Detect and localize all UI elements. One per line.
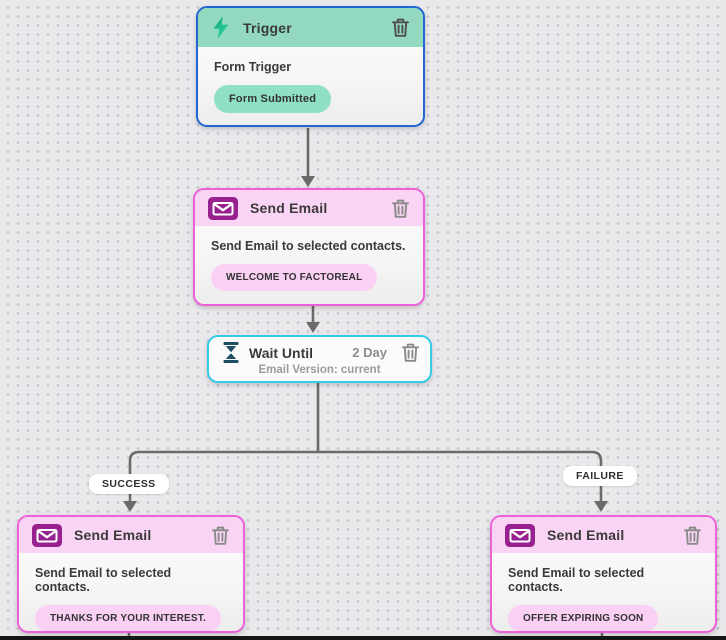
node-title: Wait Until bbox=[249, 344, 314, 361]
trash-icon bbox=[401, 342, 420, 363]
envelope-icon bbox=[505, 523, 535, 547]
delete-node-button[interactable] bbox=[401, 342, 420, 363]
node-title: Trigger bbox=[243, 19, 292, 36]
delete-node-button[interactable] bbox=[391, 17, 410, 38]
email-template-badge: WELCOME TO FACTOREAL bbox=[211, 264, 378, 291]
send-email-node-1[interactable]: Send Email Send Email to selected contac… bbox=[193, 188, 425, 306]
trigger-node[interactable]: Trigger Form Trigger Form Submitted bbox=[196, 6, 425, 127]
trash-icon bbox=[391, 198, 410, 219]
delete-node-button[interactable] bbox=[211, 525, 230, 546]
send-email-node-failure[interactable]: Send Email Send Email to selected contac… bbox=[490, 515, 717, 633]
branch-label-failure: FAILURE bbox=[563, 466, 637, 486]
wait-until-node[interactable]: Wait Until 2 Day Email Version: current bbox=[207, 335, 432, 383]
node-title: Send Email bbox=[250, 200, 328, 216]
node-description: Send Email to selected contacts. bbox=[211, 239, 406, 253]
wait-version-subtitle: Email Version: current bbox=[258, 364, 381, 376]
lightning-bolt-icon bbox=[211, 15, 231, 40]
trash-icon bbox=[391, 17, 410, 38]
email-template-badge: OFFER EXPIRING SOON bbox=[508, 605, 659, 631]
wait-node-header: Wait Until 2 Day bbox=[209, 337, 430, 363]
hourglass-icon bbox=[223, 342, 239, 363]
delete-node-button[interactable] bbox=[391, 198, 410, 219]
send-email-node-header: Send Email bbox=[195, 190, 423, 226]
trigger-node-header: Trigger bbox=[198, 8, 423, 47]
node-description: Send Email to selected contacts. bbox=[35, 566, 172, 594]
send-email-node-body: Send Email to selected contacts. OFFER E… bbox=[492, 553, 715, 631]
window-bottom-edge bbox=[0, 636, 726, 640]
send-email-node-body: Send Email to selected contacts. WELCOME… bbox=[195, 226, 423, 301]
trash-icon bbox=[211, 525, 230, 546]
send-email-node-header: Send Email bbox=[19, 517, 243, 553]
email-template-badge: THANKS FOR YOUR INTEREST. bbox=[35, 605, 221, 631]
trash-icon bbox=[683, 525, 702, 546]
trigger-event-badge: Form Submitted bbox=[214, 85, 332, 113]
branch-label-success: SUCCESS bbox=[89, 474, 169, 494]
send-email-node-body: Send Email to selected contacts. THANKS … bbox=[19, 553, 243, 631]
envelope-icon bbox=[32, 523, 62, 547]
send-email-node-header: Send Email bbox=[492, 517, 715, 553]
node-title: Send Email bbox=[547, 527, 625, 543]
delete-node-button[interactable] bbox=[683, 525, 702, 546]
node-description: Form Trigger bbox=[214, 60, 292, 74]
send-email-node-success[interactable]: Send Email Send Email to selected contac… bbox=[17, 515, 245, 633]
wait-duration: 2 Day bbox=[352, 345, 387, 360]
node-description: Send Email to selected contacts. bbox=[508, 566, 645, 594]
envelope-icon bbox=[208, 196, 238, 220]
trigger-node-body: Form Trigger Form Submitted bbox=[198, 47, 423, 123]
node-title: Send Email bbox=[74, 527, 152, 543]
